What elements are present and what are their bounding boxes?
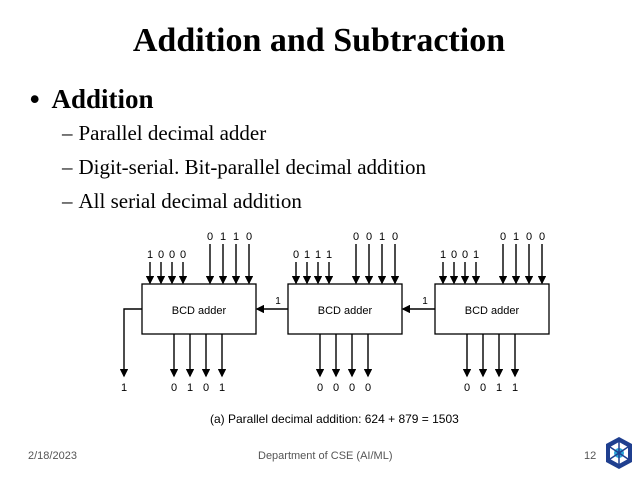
- input-bit-b: 0: [207, 231, 213, 243]
- input-bit-b: 0: [366, 231, 372, 243]
- input-bit-a: 0: [293, 249, 299, 261]
- sum-bit: 0: [349, 382, 355, 394]
- sub-bullet-1: –Parallel decimal adder: [62, 121, 266, 146]
- bullet-dot-icon: •: [30, 84, 40, 114]
- final-carry-bit: 1: [121, 382, 127, 394]
- bcd-adder-label: BCD adder: [318, 305, 373, 317]
- carry-label: 1: [275, 296, 281, 307]
- sum-bit: 1: [187, 382, 193, 394]
- dash-icon: –: [62, 189, 73, 213]
- diagram-caption: (a) Parallel decimal addition: 624 + 879…: [210, 412, 459, 426]
- input-bit-a: 1: [440, 249, 446, 261]
- sub-bullet-text: Parallel decimal adder: [78, 121, 267, 145]
- input-bit-a: 1: [473, 249, 479, 261]
- input-bit-b: 1: [220, 231, 226, 243]
- sub-bullet-3: –All serial decimal addition: [62, 189, 302, 214]
- input-bit-a: 0: [169, 249, 175, 261]
- input-bit-a: 1: [147, 249, 153, 261]
- dash-icon: –: [62, 155, 73, 179]
- input-bit-b: 0: [526, 231, 532, 243]
- bcd-adder-box: [434, 283, 550, 335]
- input-bit-b: 0: [500, 231, 506, 243]
- dash-icon: –: [62, 121, 73, 145]
- bullet-addition: • Addition: [30, 84, 154, 115]
- bcd-adder-label: BCD adder: [465, 305, 520, 317]
- input-bit-b: 0: [392, 231, 398, 243]
- input-bit-a: 0: [158, 249, 164, 261]
- bcd-adder-box: [287, 283, 403, 335]
- input-bit-b: 1: [379, 231, 385, 243]
- input-bit-a: 1: [304, 249, 310, 261]
- sum-bit: 0: [464, 382, 470, 394]
- sum-bit: 1: [219, 382, 225, 394]
- slide-title: Addition and Subtraction: [132, 22, 506, 59]
- input-bit-a: 1: [326, 249, 332, 261]
- input-bit-a: 0: [180, 249, 186, 261]
- sum-bit: 0: [333, 382, 339, 394]
- input-bit-a: 0: [462, 249, 468, 261]
- footer-date: 2/18/2023: [28, 450, 77, 462]
- sum-bit: 0: [171, 382, 177, 394]
- footer-department: Department of CSE (AI/ML): [258, 450, 393, 462]
- input-bit-a: 1: [315, 249, 321, 261]
- institution-logo-icon: [606, 437, 632, 469]
- bcd-adder-label: BCD adder: [172, 305, 227, 317]
- sub-bullet-2: –Digit-serial. Bit-parallel decimal addi…: [62, 155, 426, 180]
- input-bit-a: 0: [451, 249, 457, 261]
- input-bit-b: 1: [513, 231, 519, 243]
- input-bit-b: 0: [539, 231, 545, 243]
- sum-bit: 0: [480, 382, 486, 394]
- input-bit-b: 0: [246, 231, 252, 243]
- sum-bit: 0: [365, 382, 371, 394]
- bullet-label: Addition: [51, 84, 154, 114]
- sum-bit: 0: [317, 382, 323, 394]
- sub-bullet-text: Digit-serial. Bit-parallel decimal addit…: [78, 155, 427, 179]
- sum-bit: 1: [496, 382, 502, 394]
- sum-bit: 0: [203, 382, 209, 394]
- input-bit-b: 1: [233, 231, 239, 243]
- final-carry-arrow: [119, 308, 142, 378]
- carry-label: 1: [422, 296, 428, 307]
- footer-page-number: 12: [584, 450, 597, 462]
- sum-bit: 1: [512, 382, 518, 394]
- input-bit-b: 0: [353, 231, 359, 243]
- bcd-adder-box: [141, 283, 257, 335]
- sub-bullet-text: All serial decimal addition: [78, 189, 302, 213]
